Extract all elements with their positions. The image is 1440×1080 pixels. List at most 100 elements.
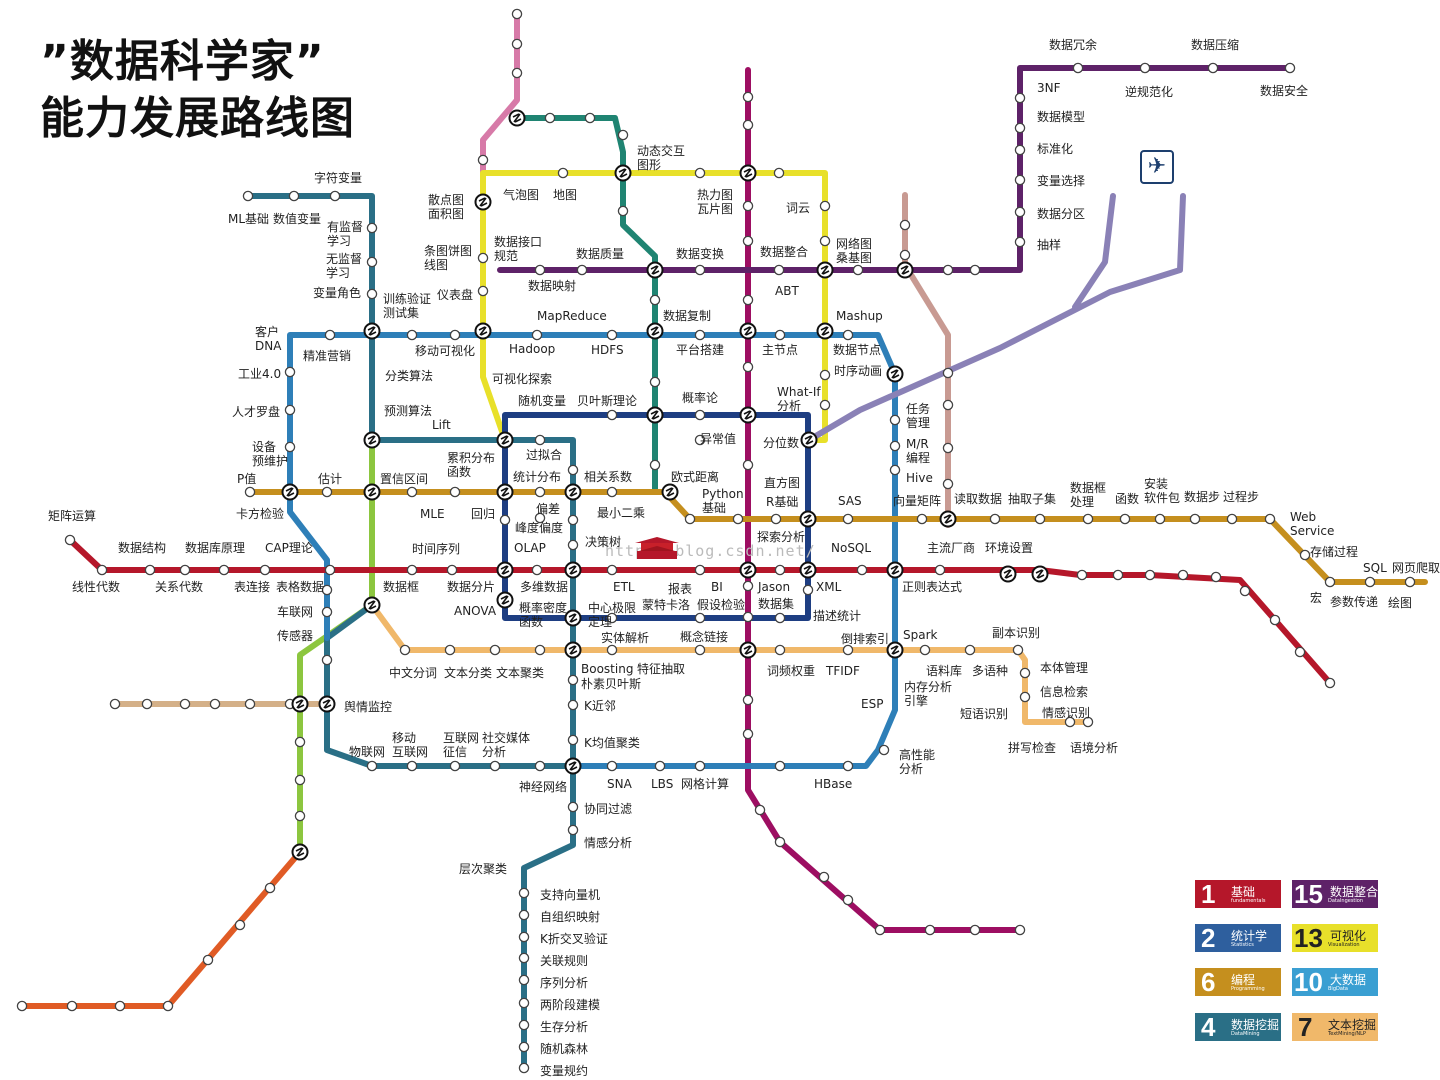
station-dot: [544, 112, 556, 124]
station-dot: [531, 564, 543, 576]
interchange-icon: [739, 641, 757, 659]
station-dot: [942, 478, 954, 490]
station-label: 词云: [786, 201, 810, 215]
station-label: 表格数据: [276, 580, 324, 594]
station-label: 语境分析: [1070, 741, 1118, 755]
station-label-line: 数据分区: [1037, 207, 1086, 221]
station-label: 数据节点: [833, 343, 881, 357]
station-label: 地图: [553, 188, 577, 202]
station-dot: [567, 464, 579, 476]
station-label-line: 变量规约: [540, 1064, 589, 1078]
interchange-icon: [886, 365, 904, 383]
station-label-line: Mashup: [836, 309, 883, 323]
station-dot: [649, 376, 661, 388]
station-dot: [444, 644, 456, 656]
station-dot: [324, 564, 336, 576]
station-label-line: 任务: [906, 402, 931, 416]
station-label: 网络图桑基图: [836, 237, 872, 265]
station-dot: [694, 644, 706, 656]
station-label: Lift: [432, 418, 451, 432]
station-dot: [477, 154, 489, 166]
station-label: 网格计算: [681, 777, 729, 791]
legend-sublabel: DataIngestion: [1328, 898, 1364, 904]
station-label-line: 本体管理: [1040, 661, 1089, 675]
station-dot: [1014, 206, 1026, 218]
station-dot: [1226, 513, 1238, 525]
station-label-line: 数据安全: [1260, 84, 1309, 98]
station-label-line: 图形: [637, 158, 662, 172]
station-label: 贝叶斯理论: [577, 394, 637, 408]
station-label: 数据复制: [663, 309, 711, 323]
metro-line-blue-12: [287, 332, 898, 769]
station-dot: [234, 919, 246, 931]
station-label-line: 卡方检验: [236, 507, 285, 521]
station-label-line: 工业4.0: [238, 367, 282, 381]
interchange-icon: [474, 193, 492, 211]
station-label: 数值变量: [273, 212, 321, 226]
station-label-line: 表格数据: [276, 580, 325, 594]
station-label-line: 字符变量: [314, 171, 363, 185]
station-label: P值: [237, 472, 256, 486]
station-dot: [449, 760, 461, 772]
station-label-line: 数据压缩: [1191, 38, 1240, 52]
station-label-line: 探索分析: [757, 530, 806, 544]
station-label-line: 内存分析: [904, 680, 953, 694]
station-label: 卡方检验: [236, 507, 284, 521]
station-label-line: 报表: [668, 582, 693, 596]
interchange-icon: [564, 561, 582, 579]
station-label: 标准化: [1037, 142, 1073, 156]
station-label: 词频权重: [767, 664, 815, 678]
station-dot: [449, 486, 461, 498]
station-label-line: 读取数据: [954, 492, 1003, 506]
metro-line-gold-15: [247, 489, 1428, 585]
station-label: 移动可视化: [415, 344, 475, 358]
station-label: ANOVA: [454, 604, 496, 618]
station-label-line: 支持向量机: [540, 888, 601, 902]
station-label: MapReduce: [537, 309, 607, 323]
station-label: 数据质量: [576, 247, 624, 261]
station-label-line: 绘图: [1388, 596, 1413, 610]
station-label: 情感识别: [1042, 706, 1090, 720]
station-dot: [606, 409, 618, 421]
station-label: 随机变量: [518, 394, 566, 408]
station-dot: [1119, 513, 1131, 525]
station-label: 中心极限定理: [588, 601, 636, 629]
station-label: 互联网征信: [443, 731, 479, 759]
station-label: HDFS: [591, 343, 624, 357]
station-dot: [742, 119, 754, 131]
interchange-icon: [646, 406, 664, 424]
station-label-line: 有监督: [327, 220, 364, 234]
station-label: K折交叉验证: [540, 932, 608, 946]
station-label-line: 设备: [252, 440, 277, 454]
station-label: 信息检索: [1040, 685, 1088, 699]
station-dot: [141, 698, 153, 710]
station-label-line: ANOVA: [454, 604, 497, 618]
station-label-line: 数据框: [1070, 481, 1107, 495]
station-label-line: 训练验证: [383, 292, 432, 306]
station-dot: [742, 459, 754, 471]
station-label-line: 无监督: [326, 252, 363, 266]
station-label: XML: [816, 580, 841, 594]
station-dot: [742, 611, 754, 623]
station-label: 直方图: [764, 476, 800, 490]
station-label: 高性能分析: [899, 748, 935, 776]
station-label: 数据模型: [1037, 110, 1085, 124]
station-label: Hadoop: [509, 342, 555, 356]
map-title-line2: 能力发展路线图: [40, 93, 355, 144]
interchange-icon: [363, 322, 381, 340]
interchange-icon: [886, 641, 904, 659]
station-dot: [606, 760, 618, 772]
station-label-line: 地图: [553, 188, 578, 202]
station-label-line: Lift: [432, 418, 451, 432]
station-label: 抽取子集: [1008, 492, 1056, 506]
station-dot: [144, 564, 156, 576]
station-label-line: Hive: [906, 471, 933, 485]
station-label: 变量选择: [1037, 174, 1085, 188]
interchange-icon: [363, 431, 381, 449]
station-label-line: 仪表盘: [437, 288, 474, 302]
station-label-line: 数据映射: [528, 279, 577, 293]
station-label: 向量矩阵: [893, 494, 941, 508]
station-dot: [534, 760, 546, 772]
station-label-line: 协同过滤: [584, 802, 633, 816]
